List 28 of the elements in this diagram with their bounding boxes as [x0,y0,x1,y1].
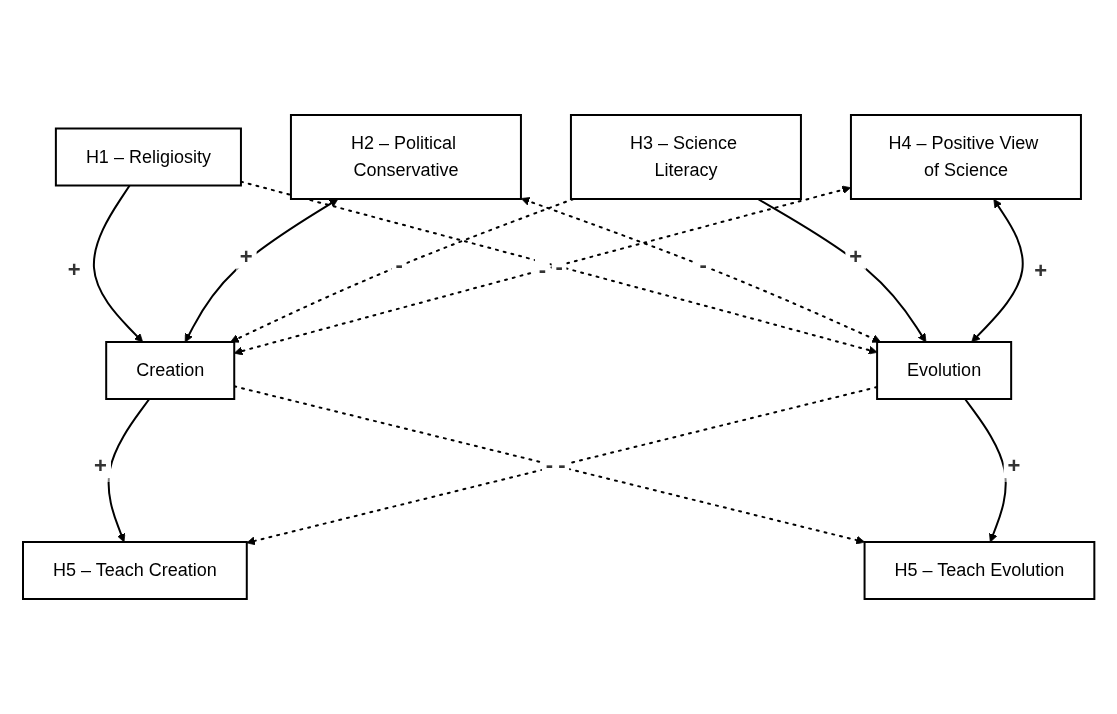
edge-label: + [1007,453,1021,479]
node-box: H3 – Science Literacy [569,114,802,200]
edge-label: + [849,243,862,269]
node-box: H2 – Political Conservative [289,114,522,200]
edge-label: - [558,452,566,478]
edge-label: - [555,253,563,279]
arrow [971,198,1024,343]
edge-label: + [93,453,107,479]
arrow [756,198,927,343]
node-box: H5 – Teach Creation [21,541,248,600]
arrow [107,398,151,543]
edge-label: + [239,243,253,269]
node-box: H1 – Religiosity [54,127,242,187]
edge-label: - [538,257,546,283]
arrow [520,197,881,343]
node-box: H4 – Positive View of Science [849,114,1082,200]
edge-label: - [545,451,553,477]
node-box: Creation [105,341,236,400]
arrow [963,398,1007,543]
arrow [92,184,143,343]
node-box: Evolution [875,341,1012,400]
edge-label: - [395,251,403,277]
arrow [184,198,339,343]
edge-label: - [699,251,707,277]
arrow [229,198,575,343]
edge-label: + [67,257,81,283]
edge-label: + [1034,258,1047,283]
node-box: H5 – Teach Evolution [863,541,1096,600]
